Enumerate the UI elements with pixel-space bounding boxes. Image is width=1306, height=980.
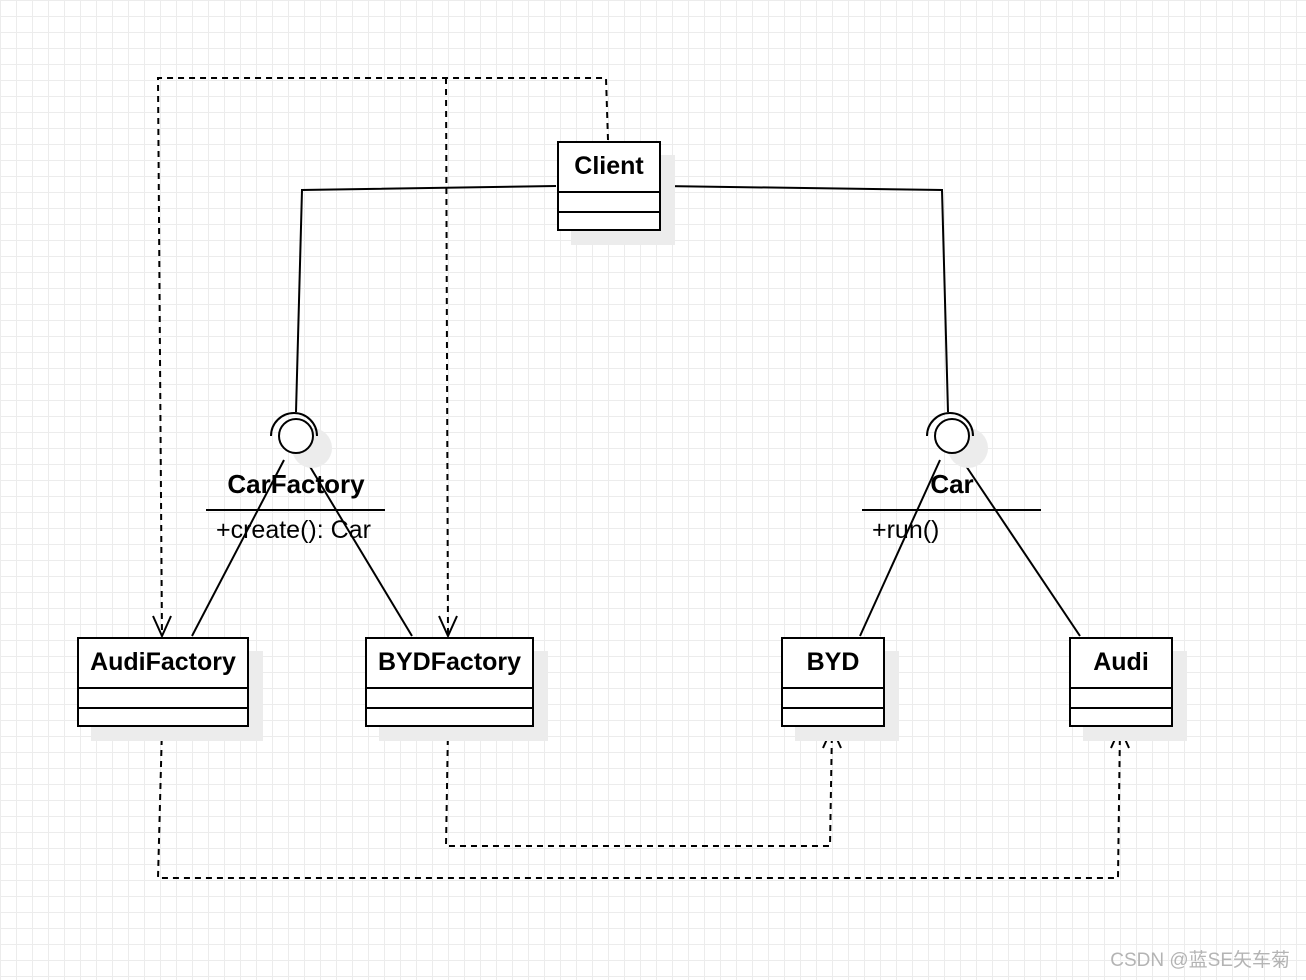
interface-divider-car	[862, 509, 1041, 511]
client-to-carfactory-line	[295, 185, 557, 413]
audifactory-arrowhead-icon	[152, 615, 172, 639]
operations-compartment	[367, 709, 532, 725]
class-byd[interactable]: BYD	[781, 637, 885, 727]
bydfactory-arrowhead-icon	[438, 615, 458, 639]
byd-arrowhead-icon	[822, 725, 842, 749]
client-to-bydfactory-dependency	[445, 77, 449, 637]
class-audi-factory[interactable]: AudiFactory	[77, 637, 249, 727]
interface-divider-carfactory	[206, 509, 385, 511]
attributes-compartment	[559, 193, 659, 213]
lollipop-interface-icon	[278, 418, 314, 454]
class-client[interactable]: Client	[557, 141, 661, 231]
interface-symbol-carfactory	[270, 412, 332, 468]
operations-compartment	[79, 709, 247, 725]
required-interface-socket-icon	[270, 412, 318, 437]
audi-realizes-car-line	[961, 459, 1081, 637]
operations-compartment	[1071, 709, 1171, 725]
bydfactory-to-byd-dependency	[444, 727, 833, 847]
attributes-compartment	[783, 689, 883, 709]
client-to-car-line	[661, 185, 949, 413]
interface-name-carfactory[interactable]: CarFactory	[227, 469, 365, 499]
audifactory-realizes-carfactory-line	[191, 459, 285, 637]
watermark: CSDN @蓝SE矢车菊	[1110, 950, 1290, 971]
association-lines	[191, 185, 1081, 637]
interface-operation-run: +run()	[872, 516, 940, 544]
interface-symbol-car	[926, 412, 988, 468]
operations-compartment	[559, 213, 659, 229]
attributes-compartment	[1071, 689, 1171, 709]
attributes-compartment	[79, 689, 247, 709]
class-audi[interactable]: Audi	[1069, 637, 1173, 727]
dependency-lines	[156, 77, 1121, 879]
required-interface-socket-icon	[926, 412, 974, 437]
arrowheads	[152, 615, 1130, 749]
audi-arrowhead-icon	[1110, 725, 1130, 749]
class-name: Audi	[1071, 639, 1171, 689]
bydfactory-realizes-carfactory-line	[305, 459, 413, 637]
class-name: BYDFactory	[367, 639, 532, 689]
class-name: Client	[559, 143, 659, 193]
lollipop-interface-icon	[934, 418, 970, 454]
attributes-compartment	[367, 689, 532, 709]
byd-realizes-car-line	[859, 459, 941, 637]
audifactory-to-audi-dependency	[156, 727, 1121, 879]
class-name: BYD	[783, 639, 883, 689]
interface-operation-create: +create(): Car	[216, 516, 371, 544]
interface-name-car[interactable]: Car	[930, 469, 974, 499]
class-name: AudiFactory	[79, 639, 247, 689]
class-byd-factory[interactable]: BYDFactory	[365, 637, 534, 727]
operations-compartment	[783, 709, 883, 725]
client-to-audifactory-dependency	[156, 77, 609, 637]
